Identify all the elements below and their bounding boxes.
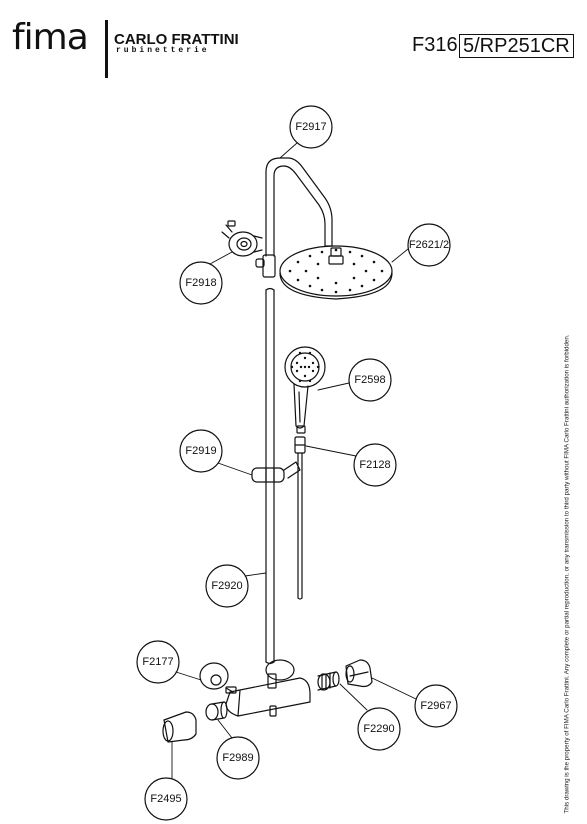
- shower-head-nozzles: [288, 248, 384, 294]
- part-bubbles: [136, 105, 458, 821]
- thermostatic-mixer-body: [225, 659, 311, 717]
- part-label-f2290: F2290: [363, 723, 395, 735]
- brand-divider: [105, 20, 108, 78]
- product-code-prefix: F316: [412, 34, 458, 56]
- brand-fima-logo: fima: [12, 17, 89, 58]
- part-label-f2920: F2920: [211, 580, 243, 592]
- leader-lines: [171, 142, 417, 780]
- spindle-part: [205, 701, 228, 721]
- thermostatic-cartridge-part: [317, 671, 340, 691]
- part-label-f2919: F2919: [185, 445, 217, 457]
- riser-rod-part: [265, 287, 275, 665]
- part-label-f2917: F2917: [295, 121, 327, 133]
- part-label-f2989: F2989: [222, 752, 254, 764]
- temperature-handle-part: [345, 659, 373, 688]
- slide-holder-part: [251, 461, 301, 483]
- flow-handle-part: [162, 711, 197, 743]
- shower-hose: [297, 452, 303, 600]
- hose-nut-part: [294, 436, 306, 454]
- part-label-f2967: F2967: [420, 700, 452, 712]
- hand-shower-nozzles: [290, 351, 320, 383]
- shower-head-part: [279, 245, 393, 300]
- wall-bracket-part: [221, 220, 263, 257]
- upper-rod-connector: [255, 254, 276, 278]
- brand-carlo-frattini: CARLO FRATTINI: [114, 31, 239, 48]
- part-label-f2177: F2177: [142, 656, 174, 668]
- part-label-f2495: F2495: [150, 793, 182, 805]
- part-label-f2918: F2918: [185, 277, 217, 289]
- part-label-f2128: F2128: [359, 459, 391, 471]
- copyright-notice: This drawing is the property of FIMA Car…: [563, 334, 571, 814]
- part-label-f2598: F2598: [354, 374, 386, 386]
- part-label-f2621-2: F2621/2: [408, 239, 450, 251]
- wall-flange-part: [199, 662, 237, 694]
- hand-shower-part: [284, 346, 326, 434]
- product-code-boxed: 5/RP251CR: [459, 34, 574, 58]
- overhead-shower-arm: [265, 157, 333, 257]
- brand-subtitle: rubinetterie: [116, 46, 210, 55]
